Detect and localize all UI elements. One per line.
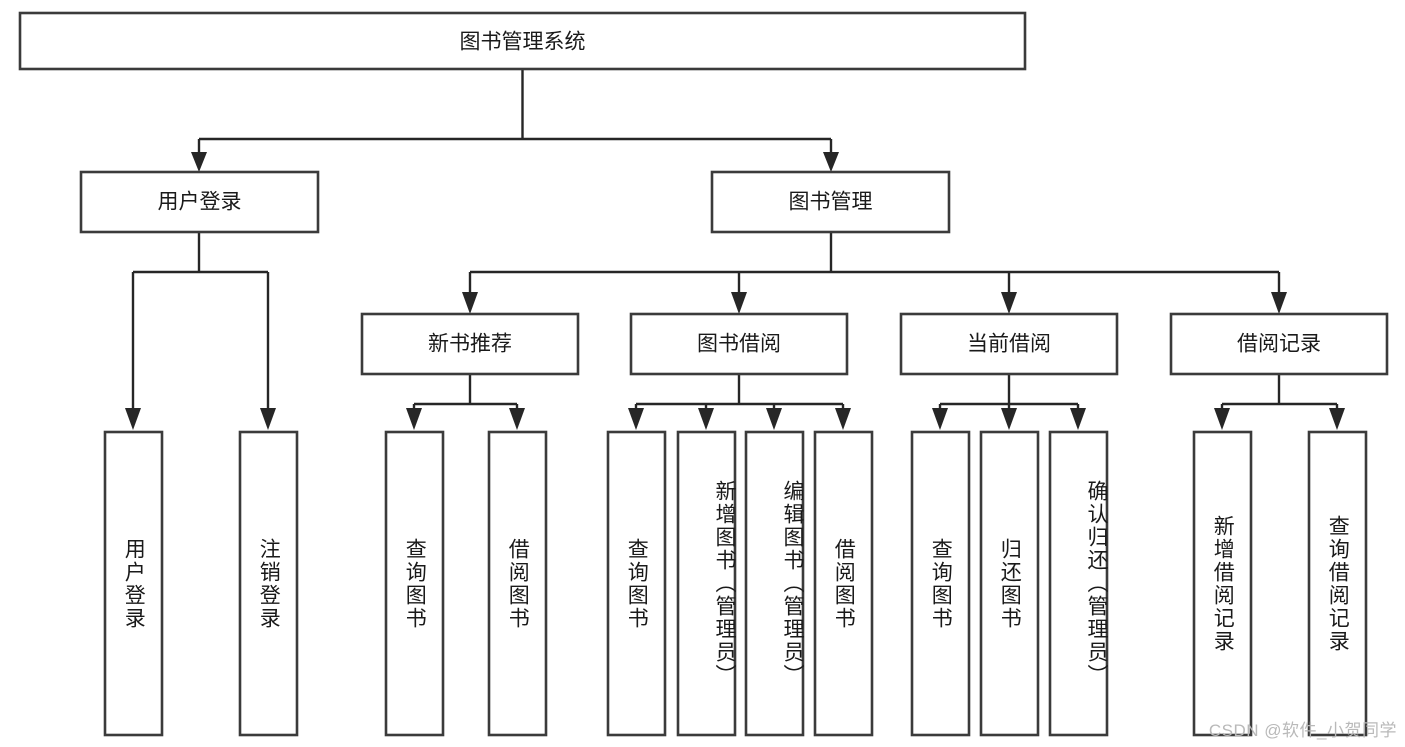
- node-root[interactable]: [18, 11, 1027, 71]
- arrowhead-leaf-return-book: [1001, 408, 1017, 430]
- arrowhead-leaf-add-record: [1214, 408, 1230, 430]
- arrowhead-leaf-query-book-2: [628, 408, 644, 430]
- node-leaf-query-book-3[interactable]: [910, 430, 971, 737]
- node-layer: 图书管理系统 用户登录 图书管理 新书推荐 图书借阅 当前借阅 借阅记录: [18, 11, 1389, 737]
- node-book-borrow-label: 图书借阅: [697, 333, 781, 356]
- arrowhead-leaf-user-logout: [260, 408, 276, 430]
- arrowhead-leaf-query-book-3: [932, 408, 948, 430]
- node-leaf-edit-book[interactable]: [744, 430, 805, 737]
- arrowhead-book-borrow: [731, 292, 747, 314]
- arrowhead-leaf-borrow-book-1: [509, 408, 525, 430]
- arrowhead-borrow-record: [1271, 292, 1287, 314]
- csdn-watermark: CSDN @软件_小贺同学: [1208, 721, 1397, 740]
- node-leaf-query-book-1[interactable]: [384, 430, 445, 737]
- node-borrow-record-label: 借阅记录: [1237, 333, 1321, 356]
- node-book-borrow[interactable]: [629, 312, 849, 376]
- arrowhead-leaf-query-record: [1329, 408, 1345, 430]
- connector-layer: [125, 69, 1345, 430]
- node-leaf-add-book[interactable]: [676, 430, 737, 737]
- node-user-login-label: 用户登录: [158, 191, 242, 214]
- arrowhead-leaf-confirm-return: [1070, 408, 1086, 430]
- arrowhead-leaf-query-book-1: [406, 408, 422, 430]
- node-leaf-confirm-return[interactable]: [1048, 430, 1109, 737]
- arrowhead-user-login: [191, 152, 207, 172]
- node-leaf-user-login[interactable]: [103, 430, 164, 737]
- node-leaf-add-record[interactable]: [1192, 430, 1253, 737]
- node-leaf-return-book[interactable]: [979, 430, 1040, 737]
- arrowhead-leaf-borrow-book-2: [835, 408, 851, 430]
- node-new-book-recommend[interactable]: [360, 312, 580, 376]
- arrowhead-book-management: [823, 152, 839, 172]
- node-current-borrow-label: 当前借阅: [967, 333, 1051, 356]
- node-leaf-borrow-book-1[interactable]: [487, 430, 548, 737]
- node-book-management[interactable]: [710, 170, 951, 234]
- node-user-login[interactable]: [79, 170, 320, 234]
- arrowhead-current-borrow: [1001, 292, 1017, 314]
- node-borrow-record[interactable]: [1169, 312, 1389, 376]
- arrowhead-leaf-add-book: [698, 408, 714, 430]
- arrowhead-leaf-edit-book: [766, 408, 782, 430]
- node-leaf-borrow-book-2[interactable]: [813, 430, 874, 737]
- arrowhead-new-book-recommend: [462, 292, 478, 314]
- node-leaf-query-record[interactable]: [1307, 430, 1368, 737]
- node-current-borrow[interactable]: [899, 312, 1119, 376]
- node-root-label: 图书管理系统: [460, 31, 586, 54]
- arrowhead-leaf-user-login: [125, 408, 141, 430]
- node-book-management-label: 图书管理: [789, 191, 873, 214]
- node-new-book-recommend-label: 新书推荐: [428, 333, 512, 356]
- node-leaf-query-book-2[interactable]: [606, 430, 667, 737]
- node-leaf-user-logout[interactable]: [238, 430, 299, 737]
